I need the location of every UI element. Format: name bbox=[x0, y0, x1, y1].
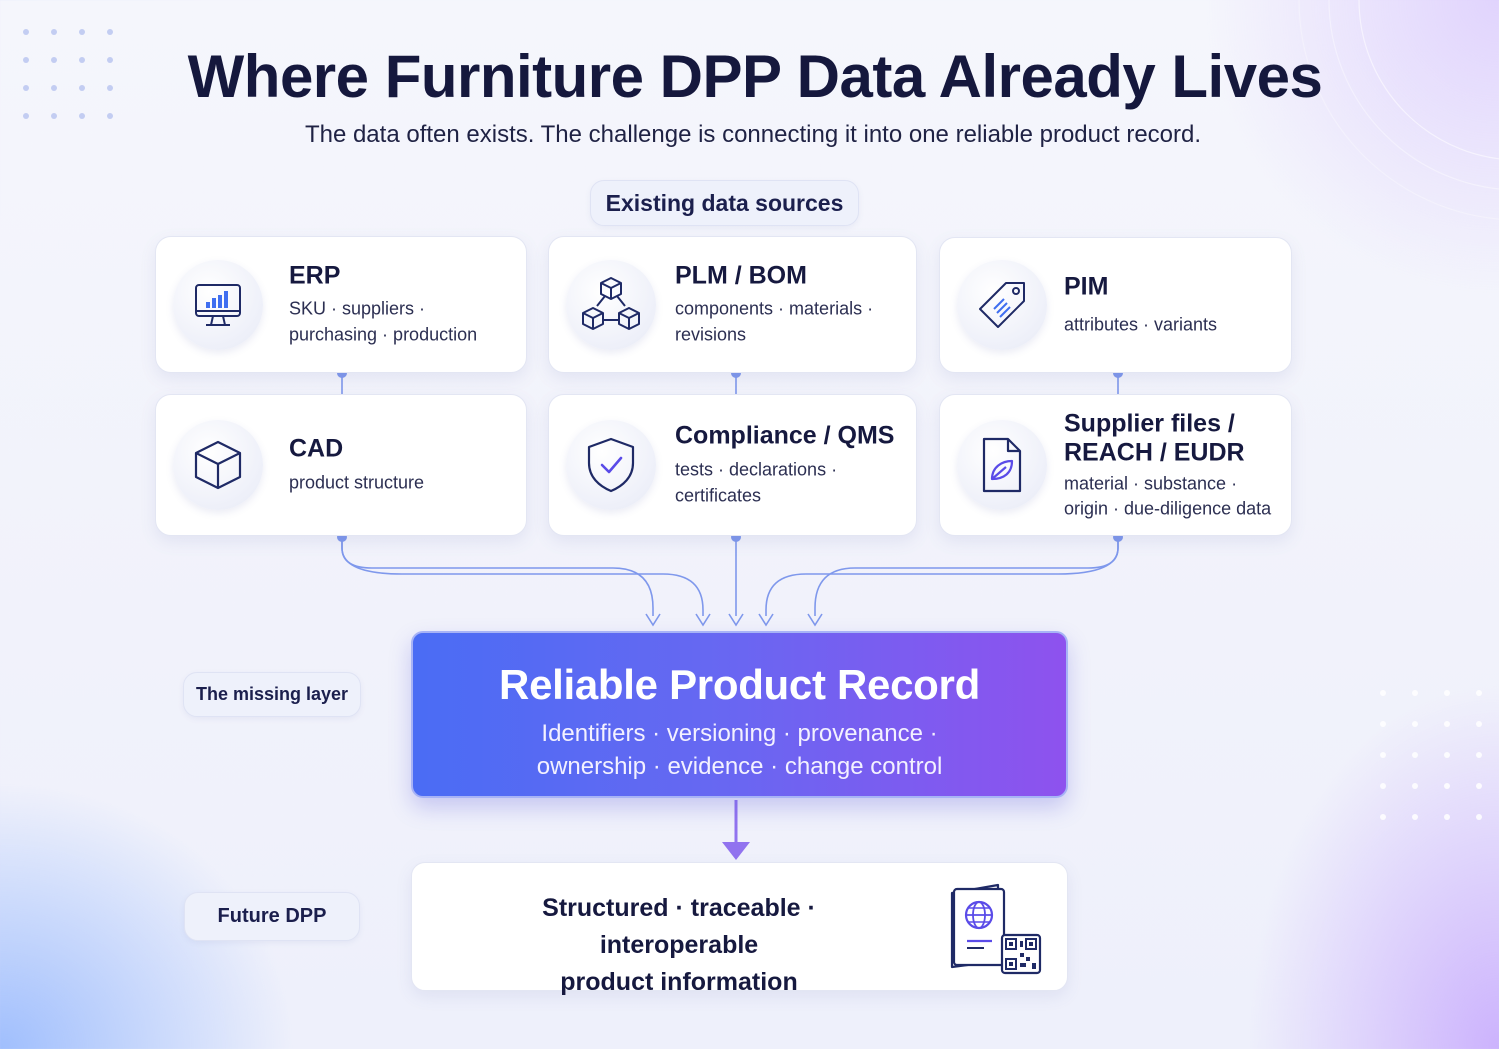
source-title: ERP bbox=[289, 261, 341, 290]
monitor-chart-icon bbox=[173, 259, 263, 350]
cubes-hierarchy-icon bbox=[566, 259, 656, 350]
record-title: Reliable Product Record bbox=[499, 661, 980, 708]
output-text: Structured · traceable · interoperable p… bbox=[542, 894, 816, 996]
source-card-pim: PIM attributes · variants bbox=[939, 237, 1292, 373]
source-card-plm-bom: PLM / BOM components · materials · revis… bbox=[548, 236, 917, 373]
reliable-product-record-box: Reliable Product Record Identifiers · ve… bbox=[411, 631, 1068, 798]
source-description: material · substance · origin · due-dili… bbox=[1064, 472, 1272, 518]
source-title: Compliance / QMS bbox=[675, 421, 895, 450]
source-description: SKU · suppliers · purchasing · productio… bbox=[289, 298, 478, 345]
source-title: PIM bbox=[1064, 272, 1109, 301]
record-line: Identifiers · versioning · provenance · bbox=[541, 720, 938, 747]
record-line: ownership · evidence · change control bbox=[536, 753, 943, 780]
decorative-dots-right bbox=[1380, 690, 1499, 820]
source-title: CAD bbox=[289, 434, 344, 463]
page-title: Where Furniture DPP Data Already Lives bbox=[187, 43, 1323, 110]
source-description: tests · declarations · certificates bbox=[675, 459, 838, 506]
source-title: PLM / BOM bbox=[675, 261, 807, 290]
tag-icon bbox=[957, 260, 1047, 350]
page-subtitle: The data often exists. The challenge is … bbox=[304, 121, 1202, 148]
source-description: components · materials · revisions bbox=[675, 298, 874, 345]
source-card-erp: ERP SKU · suppliers · purchasing · produ… bbox=[155, 236, 527, 373]
source-description: attributes · variants bbox=[1064, 314, 1218, 335]
shield-check-icon bbox=[566, 420, 656, 510]
future-dpp-output-box: Structured · traceable · interoperable p… bbox=[411, 862, 1068, 996]
future-dpp-label: Future DPP bbox=[184, 892, 360, 941]
source-description: product structure bbox=[289, 472, 425, 493]
source-card-supplier-files: Supplier files / REACH / EUDR material ·… bbox=[939, 394, 1292, 536]
source-card-cad: CAD product structure bbox=[155, 394, 527, 536]
cube-icon bbox=[173, 420, 263, 510]
existing-sources-label: Existing data sources bbox=[590, 180, 859, 226]
source-card-compliance-qms: Compliance / QMS tests · declarations · … bbox=[548, 394, 917, 536]
missing-layer-label: The missing layer bbox=[183, 672, 361, 717]
leaf-document-icon bbox=[957, 420, 1047, 510]
source-title: Supplier files / REACH / EUDR bbox=[1064, 409, 1245, 466]
passport-qr-icon bbox=[950, 883, 1042, 975]
decorative-dots-top-left bbox=[23, 29, 135, 119]
